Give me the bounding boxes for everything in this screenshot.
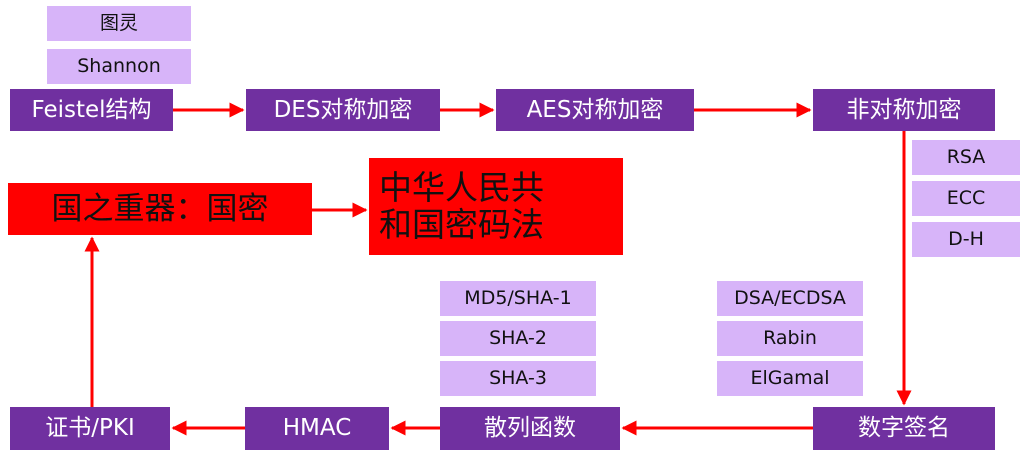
node-feistel: Feistel结构 — [10, 89, 173, 131]
algo-rsa: RSA — [912, 140, 1020, 175]
node-cert-pki: 证书/PKI — [10, 407, 170, 450]
algo-md5-sha1: MD5/SHA-1 — [440, 281, 596, 316]
algo-dsa-ecdsa: DSA/ECDSA — [717, 281, 863, 316]
algo-ecc: ECC — [912, 181, 1020, 216]
algo-elgamal: ElGamal — [717, 361, 863, 396]
algo-sha3: SHA-3 — [440, 361, 596, 396]
crypto-law-line-1: 中华人民共 — [379, 167, 544, 207]
node-crypto-law: 中华人民共 和国密码法 — [369, 158, 623, 255]
algo-sha2: SHA-2 — [440, 321, 596, 356]
pioneer-shannon: Shannon — [47, 49, 191, 84]
pioneer-turing: 图灵 — [47, 6, 191, 41]
algo-rabin: Rabin — [717, 321, 863, 356]
node-asymmetric: 非对称加密 — [813, 89, 995, 131]
node-hmac: HMAC — [245, 407, 389, 450]
node-aes: AES对称加密 — [496, 89, 694, 131]
node-digital-signature: 数字签名 — [813, 407, 995, 450]
node-guomi: 国之重器：国密 — [8, 183, 312, 235]
crypto-law-line-2: 和国密码法 — [379, 204, 544, 244]
algo-dh: D-H — [912, 222, 1020, 257]
node-des: DES对称加密 — [246, 89, 440, 131]
node-hash: 散列函数 — [440, 407, 620, 450]
